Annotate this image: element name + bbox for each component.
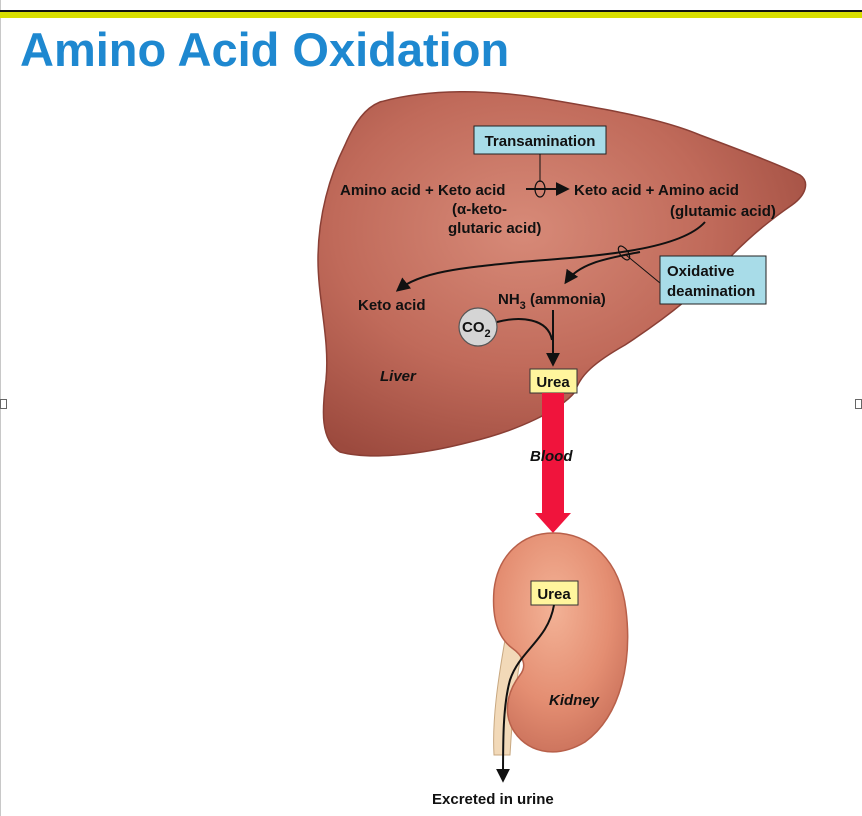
transamination-label: Transamination <box>485 133 596 150</box>
co2-label: CO2 <box>462 319 491 340</box>
transamination-arrow-loop <box>534 180 546 198</box>
excreted-in-urine-label: Excreted in urine <box>432 791 554 808</box>
deamination-arrow-loop <box>617 245 631 261</box>
slide-title: Amino Acid Oxidation <box>20 23 510 76</box>
liver-label: Liver <box>380 368 417 385</box>
urea-box-kidney <box>530 580 579 606</box>
co2-to-urea-curve <box>496 318 553 341</box>
glutamic-acid-note: (glutamic acid) <box>670 203 776 220</box>
deamination-label: deamination <box>667 283 755 300</box>
oxidative-deamination-box <box>659 255 767 305</box>
liver-shape <box>317 90 807 457</box>
blood-label: Blood <box>530 448 573 465</box>
urine-path-arrow <box>496 604 555 783</box>
urea-label-kidney: Urea <box>537 586 571 603</box>
alpha-ketoglutarate-line1: (α-keto- <box>452 201 507 218</box>
urea-label-liver: Urea <box>536 374 570 391</box>
deamination-curve-to-ammonia <box>564 251 641 285</box>
blood-arrow-head <box>535 513 571 533</box>
kidney-label: Kidney <box>549 692 600 709</box>
deamination-curve-to-keto <box>395 221 706 292</box>
oxidative-connector <box>625 254 661 284</box>
resize-handle-left[interactable] <box>0 399 7 409</box>
co2-circle <box>458 307 498 347</box>
blood-arrow-shaft <box>542 393 564 515</box>
kidney-shape <box>492 532 629 753</box>
keto-acid-label: Keto acid <box>358 297 426 314</box>
top-rule <box>0 10 862 18</box>
products-text: Keto acid + Amino acid <box>574 182 739 199</box>
reactants-text: Amino acid + Keto acid <box>340 182 505 199</box>
oxidative-label: Oxidative <box>667 263 735 280</box>
alpha-ketoglutarate-line2: glutaric acid) <box>448 220 541 237</box>
ammonia-label: NH3 (ammonia) <box>498 291 606 312</box>
